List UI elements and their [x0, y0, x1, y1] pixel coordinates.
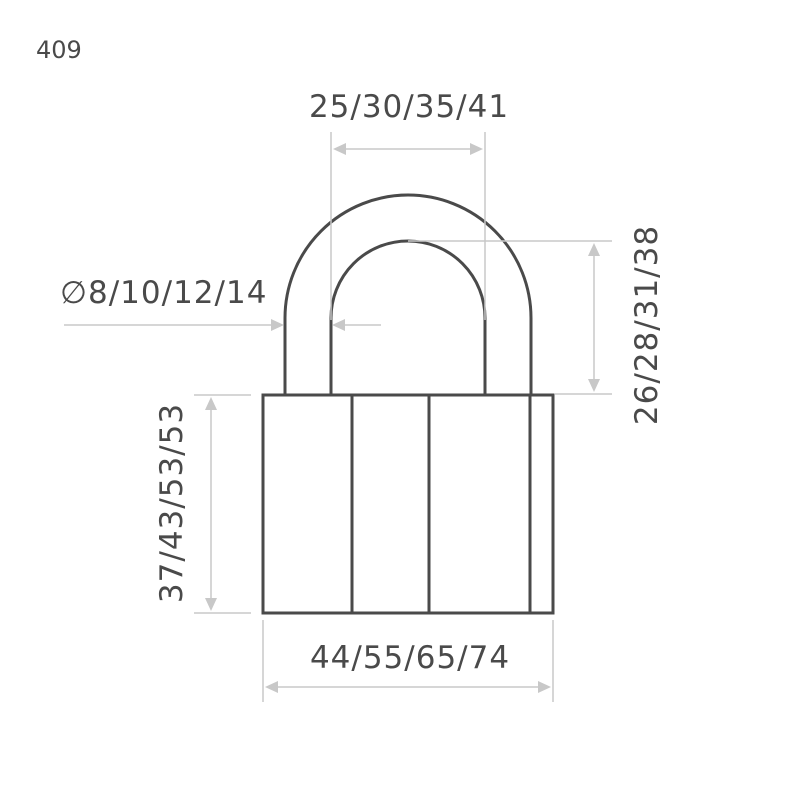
- model-number: 409: [36, 36, 82, 64]
- padlock-outline: [261, 193, 555, 615]
- shackle-height-label: 26/28/31/38: [629, 225, 665, 425]
- diameter-symbol: ∅: [60, 275, 88, 311]
- shackle-diameter-label: ∅8/10/12/14: [60, 275, 267, 311]
- shackle-outer: [283, 193, 533, 395]
- lock-body: [261, 393, 555, 615]
- arrowheads: [205, 143, 600, 693]
- diameter-values: 8/10/12/14: [88, 275, 267, 311]
- dimension-lines: [64, 132, 612, 702]
- body-width-label: 44/55/65/74: [310, 640, 510, 676]
- body-height-label: 37/43/53/53: [154, 403, 190, 603]
- shackle-spacing-label: 25/30/35/41: [309, 89, 509, 125]
- shackle-inner: [329, 239, 487, 395]
